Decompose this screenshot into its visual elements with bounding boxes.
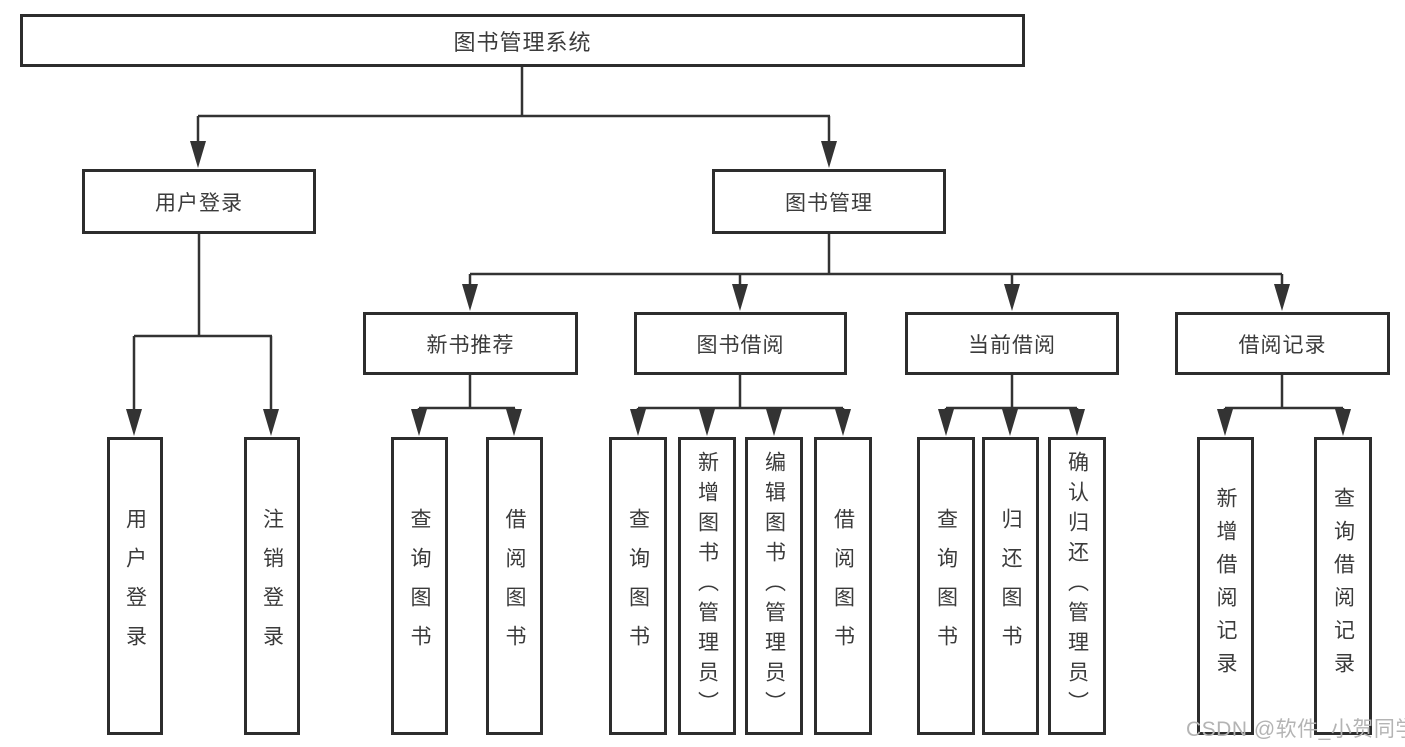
leaf-borrow-books-2-label: 借阅图书: [831, 508, 855, 664]
leaf-query-books-3: 查询图书: [917, 437, 975, 735]
node-current-borrowing-label: 当前借阅: [968, 333, 1056, 357]
node-borrowing-records: 借阅记录: [1175, 312, 1390, 375]
csdn-watermark: CSDN @软件_小贺同学: [1186, 718, 1405, 741]
node-new-book-recommend-label: 新书推荐: [426, 333, 515, 357]
leaf-edit-books-admin: 编辑图书（管理员）: [745, 437, 803, 735]
node-current-borrowing: 当前借阅: [905, 312, 1119, 375]
leaf-borrow-books-2: 借阅图书: [814, 437, 872, 735]
leaf-query-books-2: 查询图书: [609, 437, 667, 735]
leaf-edit-books-admin-label: 编辑图书（管理员）: [762, 451, 786, 721]
leaf-logout-label: 注销登录: [260, 508, 284, 664]
leaf-query-books-1-label: 查询图书: [408, 508, 431, 664]
leaf-user-login-label: 用户登录: [123, 508, 147, 664]
leaf-add-borrow-record-label: 新增借阅记录: [1214, 487, 1237, 685]
leaf-query-books-2-label: 查询图书: [626, 508, 650, 664]
node-user-login-label: 用户登录: [155, 191, 243, 215]
leaf-query-borrow-record-label: 查询借阅记录: [1331, 487, 1355, 685]
leaf-logout: 注销登录: [244, 437, 300, 735]
node-new-book-recommend: 新书推荐: [363, 312, 578, 375]
node-book-management: 图书管理: [712, 169, 946, 234]
leaf-query-books-3-label: 查询图书: [934, 508, 958, 664]
node-book-management-label: 图书管理: [785, 191, 873, 215]
arrowheads: [126, 141, 1351, 436]
node-book-borrowing: 图书借阅: [634, 312, 847, 375]
leaf-add-borrow-record: 新增借阅记录: [1197, 437, 1254, 735]
node-book-borrowing-label: 图书借阅: [696, 333, 785, 357]
node-root-label: 图书管理系统: [453, 29, 592, 55]
leaf-confirm-return-admin-label: 确认归还（管理员）: [1065, 451, 1089, 721]
leaf-add-books-admin: 新增图书（管理员）: [678, 437, 736, 735]
node-root: 图书管理系统: [20, 14, 1025, 67]
leaf-borrow-books-1-label: 借阅图书: [503, 508, 526, 664]
leaf-confirm-return-admin: 确认归还（管理员）: [1048, 437, 1106, 735]
node-borrowing-records-label: 借阅记录: [1238, 333, 1327, 357]
leaf-borrow-books-1: 借阅图书: [486, 437, 543, 735]
leaf-query-borrow-record: 查询借阅记录: [1314, 437, 1372, 735]
leaf-user-login: 用户登录: [107, 437, 163, 735]
leaf-return-books-label: 归还图书: [999, 508, 1022, 664]
leaf-query-books-1: 查询图书: [391, 437, 448, 735]
node-user-login: 用户登录: [82, 169, 316, 234]
leaf-add-books-admin-label: 新增图书（管理员）: [695, 451, 719, 721]
leaf-return-books: 归还图书: [982, 437, 1039, 735]
